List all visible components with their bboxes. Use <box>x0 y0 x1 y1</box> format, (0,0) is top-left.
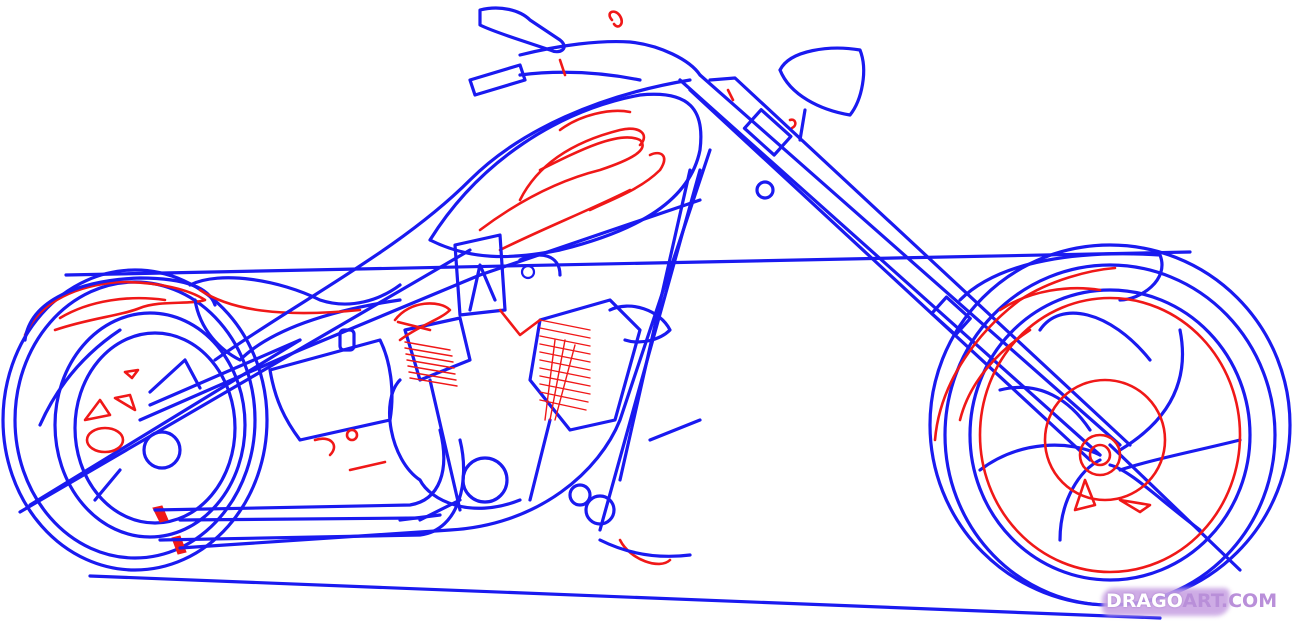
front-wheel <box>928 243 1292 607</box>
watermark-text: DRAGOART.COM <box>1106 590 1277 612</box>
headlight <box>778 46 866 142</box>
front-wheel-red-details <box>933 266 1242 574</box>
frame <box>138 78 712 550</box>
guide-lines <box>18 248 1192 620</box>
watermark-part2: ART.COM <box>1182 590 1278 612</box>
rear-wheel-flames <box>23 280 207 555</box>
watermark-part1: DRAGO <box>1106 590 1183 612</box>
handlebars <box>468 6 702 97</box>
rear-wheel <box>1 268 302 572</box>
engine <box>388 233 672 526</box>
watermark-splash <box>1102 588 1230 616</box>
kickstand <box>598 418 702 558</box>
engine-red-details <box>313 302 672 566</box>
fuel-tank <box>428 92 703 259</box>
front-fork <box>678 73 1132 462</box>
watermark: DRAGOART.COM <box>1098 585 1293 619</box>
seat-and-fender <box>23 276 402 362</box>
exhaust-pipes <box>153 428 466 542</box>
